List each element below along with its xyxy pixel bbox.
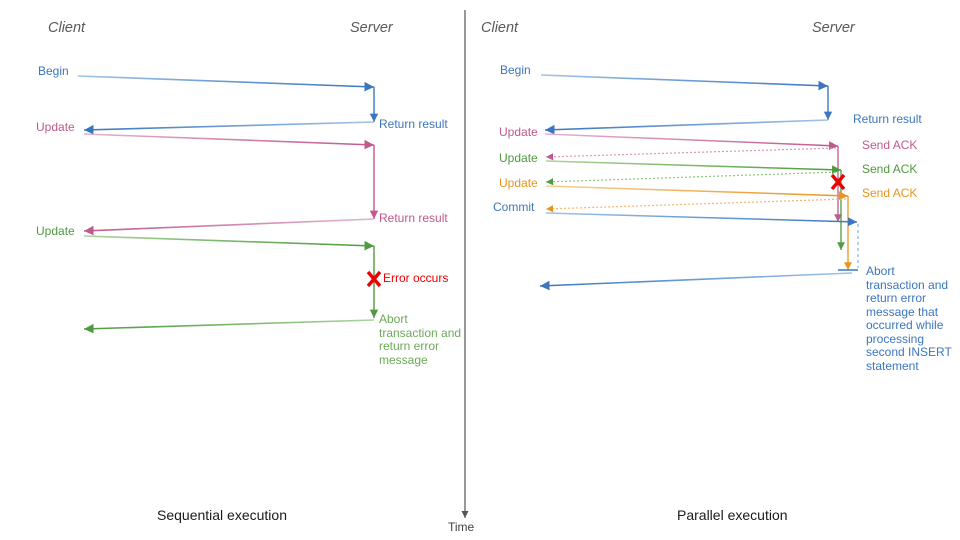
left-arrow-update-2: [83, 235, 379, 318]
right-arrow-abort: [539, 272, 853, 291]
left-label-error-occurs: Error occurs: [383, 271, 449, 285]
left-arrow-begin: [77, 75, 379, 122]
left-actor-server: Server: [350, 20, 393, 36]
left-panel-caption: Sequential execution: [157, 507, 287, 523]
right-arrow-ack-1: [545, 147, 837, 161]
left-label-return-result-1: Return result: [379, 117, 448, 131]
right-label-send-ack-3: Send ACK: [862, 186, 918, 200]
left-error-x-icon: [366, 270, 382, 288]
right-label-abort-message: Abort transaction and return error messa…: [866, 264, 952, 373]
left-arrow-return-result-2: [83, 218, 375, 236]
right-arrow-commit: [545, 212, 859, 271]
right-actor-client: Client: [481, 20, 519, 36]
time-axis-label: Time: [448, 520, 475, 534]
right-error-x-icon: [830, 173, 846, 191]
right-label-return-result: Return result: [853, 112, 922, 126]
right-label-update-2: Update: [499, 151, 538, 165]
left-label-return-result-2: Return result: [379, 211, 448, 225]
right-label-update-1: Update: [499, 125, 538, 139]
left-label-abort-message: Abort transaction and return error messa…: [379, 312, 462, 367]
right-label-send-ack-2: Send ACK: [862, 162, 918, 176]
right-label-update-3: Update: [499, 176, 538, 190]
right-arrow-update-1: [544, 133, 842, 222]
right-label-begin: Begin: [500, 63, 531, 77]
left-arrow-return-result-1: [83, 121, 375, 135]
right-arrow-update-3: [545, 185, 852, 270]
left-actor-client: Client: [48, 20, 86, 36]
right-arrow-update-2: [545, 160, 845, 250]
right-label-send-ack-1: Send ACK: [862, 138, 918, 152]
right-arrow-begin: [540, 74, 833, 120]
left-arrow-abort: [83, 319, 375, 334]
right-arrow-ack-2: [545, 171, 840, 186]
left-label-update-2: Update: [36, 224, 75, 238]
right-actor-server: Server: [812, 20, 855, 36]
left-label-begin: Begin: [38, 64, 69, 78]
right-panel-caption: Parallel execution: [677, 507, 788, 523]
left-arrow-update-1: [83, 133, 379, 219]
right-label-commit: Commit: [493, 200, 535, 214]
left-label-update-1: Update: [36, 120, 75, 134]
right-arrow-return-result: [544, 119, 829, 135]
right-arrow-ack-3: [545, 198, 847, 213]
